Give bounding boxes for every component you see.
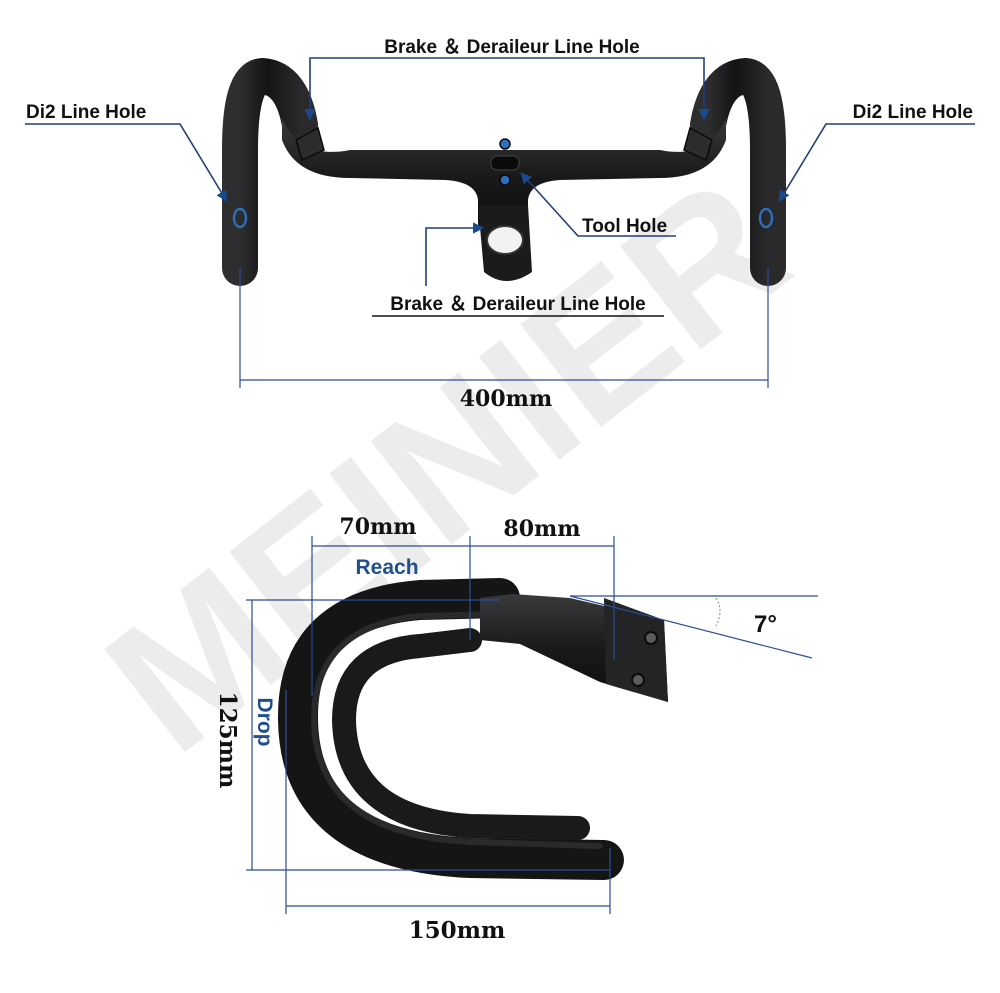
angle-arc [715, 597, 721, 627]
stem-clamp-face [604, 598, 668, 702]
top-view: Brake ＆ Derailеur Line Hole Di2 Line Hol… [25, 37, 975, 412]
angle-tilt-line [569, 595, 813, 659]
drop-outer-highlight [311, 611, 603, 849]
label-tool-hole: Tool Hole [582, 216, 667, 237]
stem-bolt-upper [644, 631, 658, 645]
label-drop-value: 125mm [214, 692, 241, 789]
di2-hole-right [758, 207, 774, 229]
callout-brake-top-line [304, 57, 710, 121]
label-width-400mm: 400mm [460, 386, 552, 412]
label-di2-left: Di2 Line Hole [26, 102, 146, 123]
watermark-text: MEINIER [70, 138, 824, 792]
stem-slot [490, 155, 520, 171]
tool-hole-lower [499, 174, 511, 186]
di2-hole-left [232, 207, 248, 229]
left-drop-tube [222, 58, 318, 286]
label-angle: 7° [754, 611, 777, 638]
label-stem-length: 80mm [503, 516, 580, 542]
label-brake-derailleur-top: Brake ＆ Derailеur Line Hole [384, 37, 640, 58]
right-drop-tube [690, 58, 786, 286]
label-drop: Drop [253, 698, 276, 747]
left-port-cover [295, 126, 325, 162]
callout-tool-hole-line [520, 172, 676, 237]
side-view: 70mm 80mm Reach 7° 125mm Drop 150mm [214, 514, 818, 944]
stem-clamp-bore [486, 225, 524, 255]
tool-hole-upper [499, 138, 511, 150]
callout-di2-left-line [25, 123, 228, 202]
label-reach: Reach [355, 556, 418, 579]
label-reach-value: 70mm [339, 514, 416, 540]
right-port-cover [683, 126, 713, 162]
drop-inner-curve [332, 628, 590, 840]
label-depth-value: 150mm [409, 917, 506, 944]
label-di2-right: Di2 Line Hole [853, 102, 973, 123]
bar-top [282, 118, 726, 230]
stem-bolt-lower [631, 673, 645, 687]
callout-di2-right-line [778, 123, 975, 202]
callout-brake-bottom-line [425, 222, 485, 286]
drop-outer-curve [277, 578, 624, 880]
label-brake-derailleur-bottom: Brake ＆ Derailеur Line Hole [390, 294, 646, 315]
